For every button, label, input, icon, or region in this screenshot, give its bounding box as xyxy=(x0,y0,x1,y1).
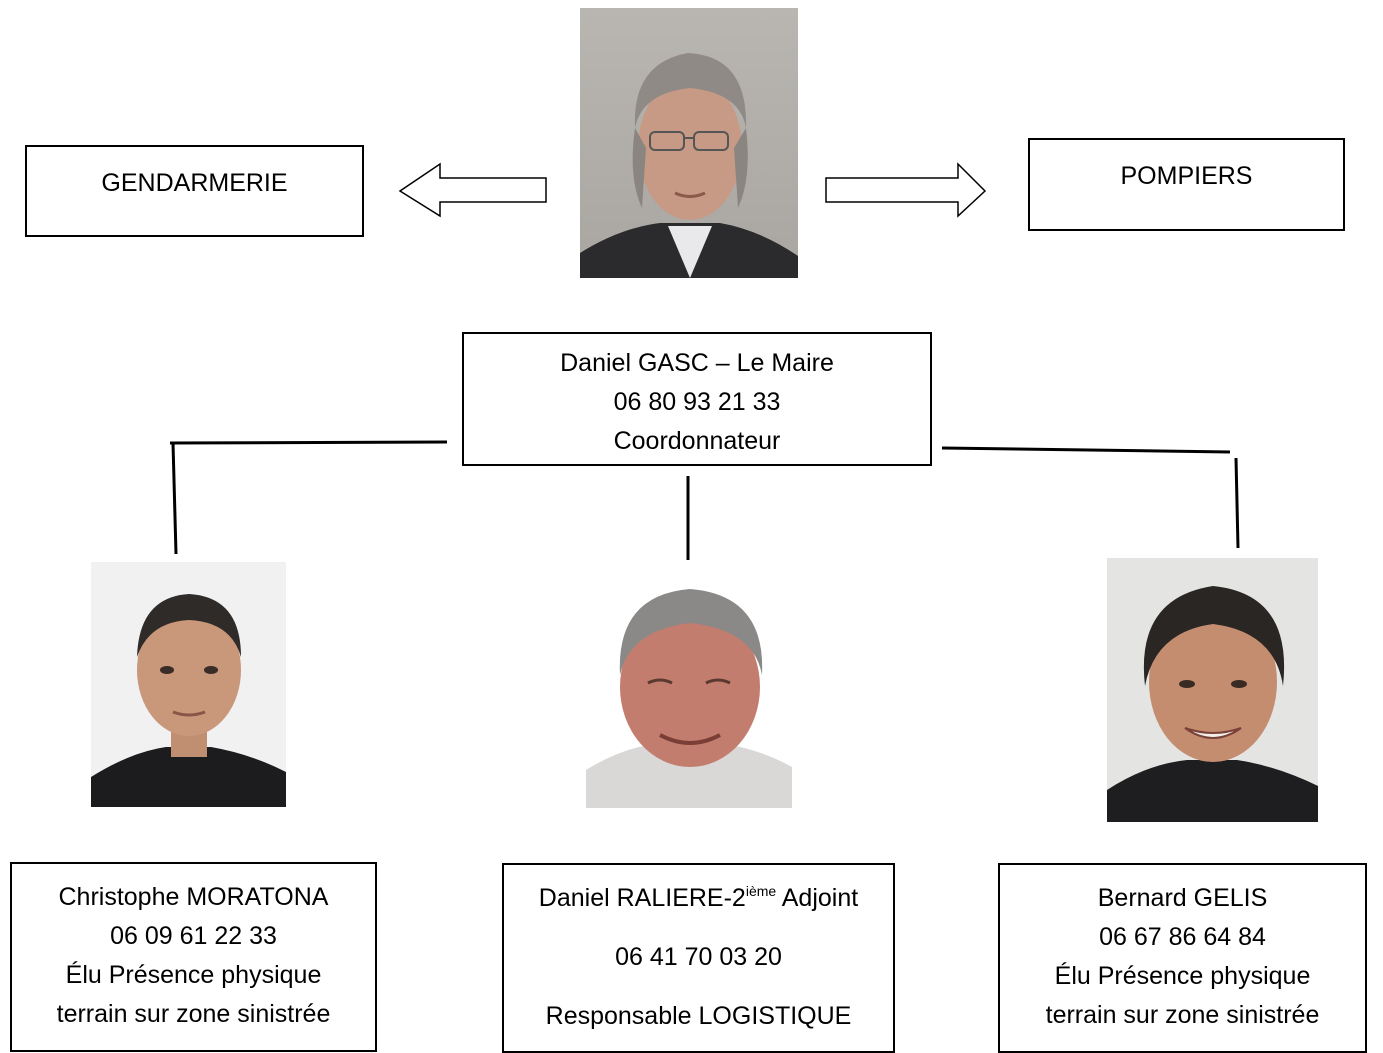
gelis-box: Bernard GELIS 06 67 86 64 84 Élu Présenc… xyxy=(998,863,1367,1053)
pompiers-label: POMPIERS xyxy=(1120,162,1253,190)
arrow-right-icon xyxy=(825,162,987,218)
mayor-phone: 06 80 93 21 33 xyxy=(613,388,781,416)
moratona-role-line2: terrain sur zone sinistrée xyxy=(56,1000,331,1028)
raliere-name-main: Daniel RALIERE-2 xyxy=(538,884,746,912)
raliere-photo xyxy=(586,575,792,808)
mayor-name: Daniel GASC – Le Maire xyxy=(560,349,834,377)
raliere-role: Responsable LOGISTIQUE xyxy=(545,1002,852,1030)
raliere-name-suffix: Adjoint xyxy=(776,884,859,912)
raliere-box: Daniel RALIERE-2ième Adjoint 06 41 70 03… xyxy=(502,863,895,1053)
gelis-role-line2: terrain sur zone sinistrée xyxy=(1045,1001,1320,1029)
moratona-phone: 06 09 61 22 33 xyxy=(110,922,277,950)
gelis-phone: 06 67 86 64 84 xyxy=(1099,923,1266,951)
pompiers-box: POMPIERS xyxy=(1028,138,1345,231)
raliere-phone: 06 41 70 03 20 xyxy=(615,943,782,971)
raliere-name-sup: ième xyxy=(745,883,777,899)
raliere-name: Daniel RALIERE-2ième Adjoint xyxy=(504,879,893,929)
gendarmerie-box: GENDARMERIE xyxy=(25,145,364,237)
gelis-role-line1: Élu Présence physique xyxy=(1054,962,1311,990)
moratona-role-line1: Élu Présence physique xyxy=(65,961,322,989)
mayor-box: Daniel GASC – Le Maire 06 80 93 21 33 Co… xyxy=(462,332,932,466)
moratona-name: Christophe MORATONA xyxy=(58,883,329,911)
gelis-name: Bernard GELIS xyxy=(1097,884,1268,912)
mayor-role: Coordonnateur xyxy=(613,427,781,455)
moratona-box: Christophe MORATONA 06 09 61 22 33 Élu P… xyxy=(10,862,377,1052)
mayor-photo xyxy=(580,8,798,278)
arrow-left-icon xyxy=(398,162,547,218)
gendarmerie-label: GENDARMERIE xyxy=(101,169,288,197)
moratona-photo xyxy=(91,562,286,807)
gelis-photo xyxy=(1107,558,1318,822)
